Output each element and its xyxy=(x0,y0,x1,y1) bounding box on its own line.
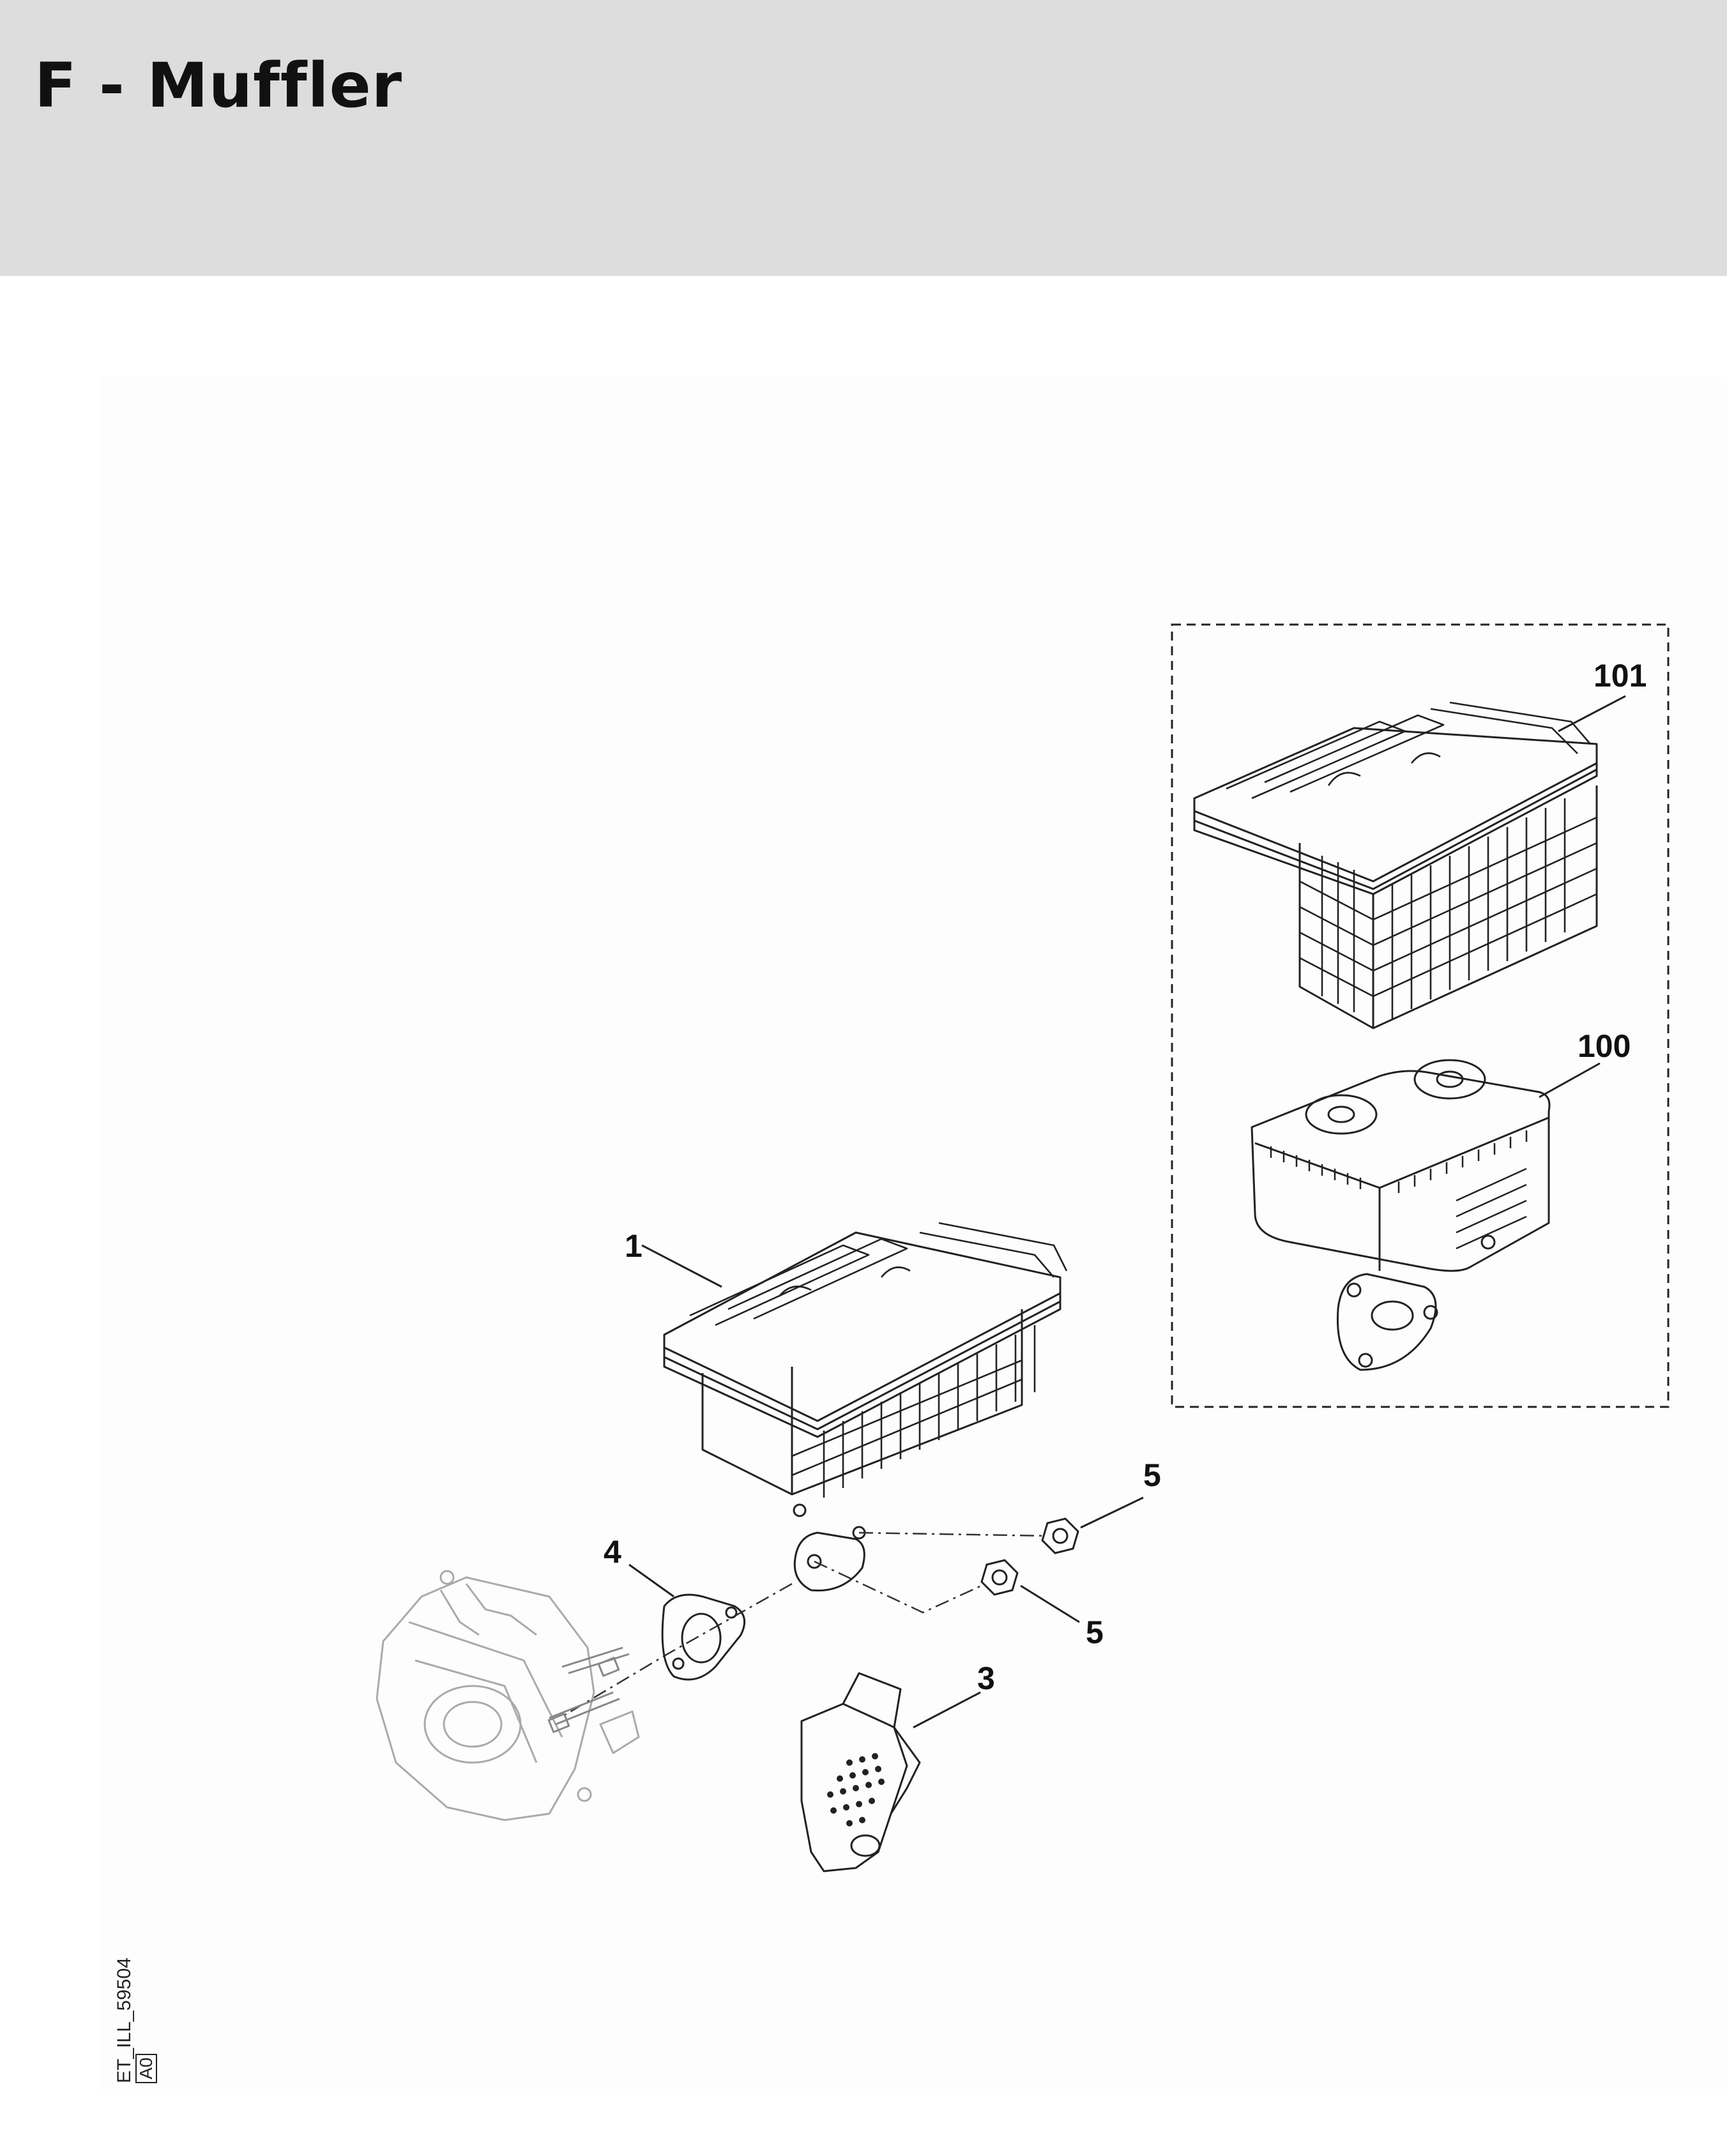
callout-5-lower: 5 xyxy=(1086,1614,1104,1650)
leader-3 xyxy=(913,1691,981,1729)
callout-4: 4 xyxy=(604,1534,621,1570)
muffler-assembly-1-illustration xyxy=(663,1222,1068,1592)
callout-1: 1 xyxy=(625,1228,643,1264)
callout-3: 3 xyxy=(977,1660,995,1696)
leader-4 xyxy=(628,1563,674,1598)
leader-101 xyxy=(1558,695,1626,733)
gasket-4-illustration xyxy=(661,1593,746,1681)
assembly-centerlines xyxy=(565,1531,1048,1716)
diagram-background xyxy=(102,377,1727,2095)
revision-code: A0 xyxy=(135,2053,157,2083)
leader-5-upper xyxy=(1080,1496,1144,1529)
leader-100 xyxy=(1539,1062,1601,1098)
nut-5-lower-illustration xyxy=(980,1559,1019,1596)
engine-cylinder-ghost-illustration xyxy=(376,1570,640,1821)
illustration-reference-code: ET_ILL_59504 xyxy=(114,1957,135,2083)
callout-101: 101 xyxy=(1594,658,1647,694)
muffler-100-illustration xyxy=(1251,1059,1551,1371)
leader-5-lower xyxy=(1020,1584,1080,1623)
muffler-guard-101-illustration xyxy=(1193,701,1598,1029)
nut-5-upper-illustration xyxy=(1041,1517,1079,1554)
callout-100: 100 xyxy=(1578,1028,1631,1064)
callout-5-upper: 5 xyxy=(1143,1457,1161,1493)
leader-1 xyxy=(641,1244,722,1288)
page-title: F - Muffler xyxy=(34,50,403,121)
header-band: F - Muffler xyxy=(0,0,1727,276)
heat-shield-3-illustration xyxy=(800,1672,921,1872)
kit-dashed-frame xyxy=(1171,623,1670,1408)
